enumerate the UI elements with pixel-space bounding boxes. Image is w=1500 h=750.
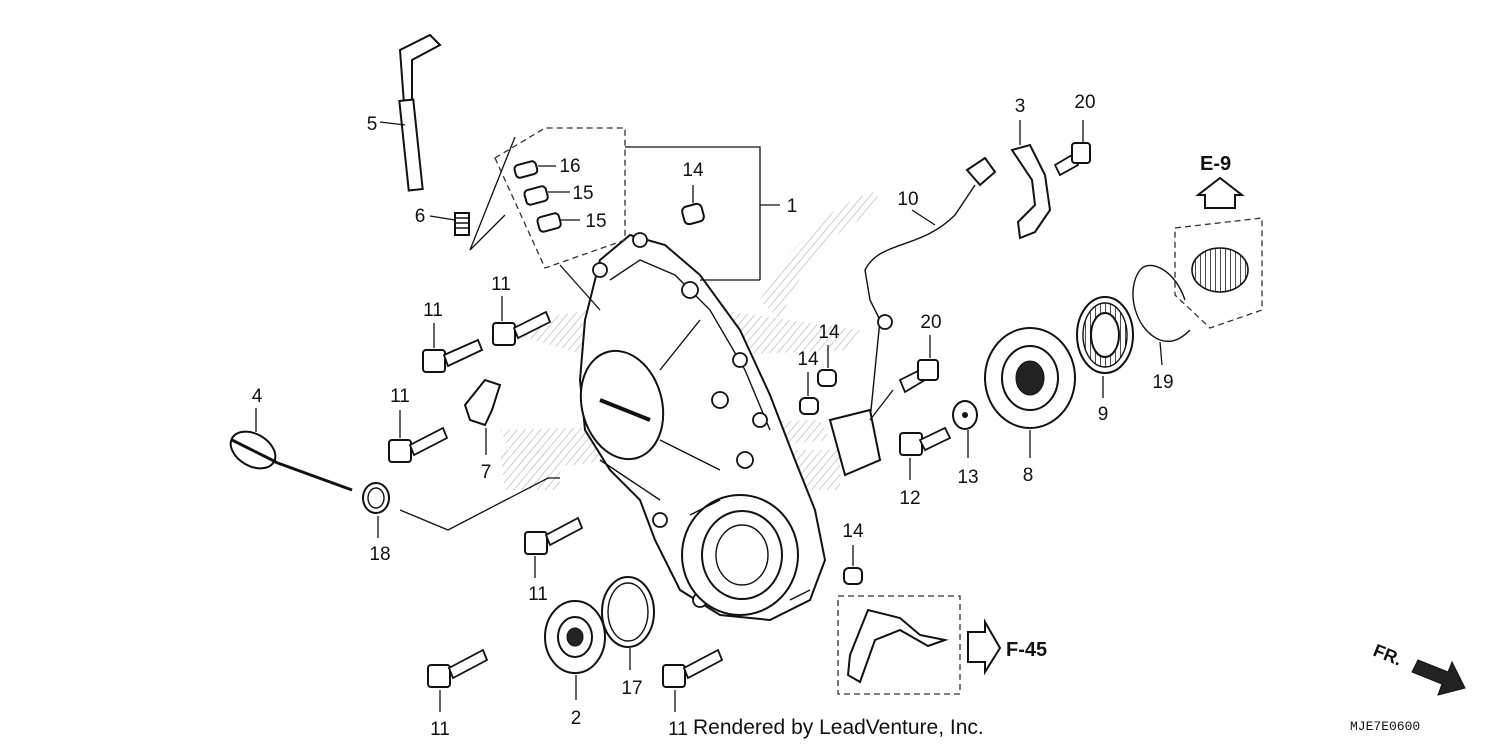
part-18-o-ring bbox=[362, 477, 560, 538]
part-9-one-way-clutch bbox=[1076, 296, 1134, 398]
part-8-starter-clutch bbox=[984, 327, 1076, 458]
callout-8[interactable]: 8 bbox=[1023, 465, 1034, 486]
callout-7[interactable]: 7 bbox=[481, 462, 492, 483]
part-11-bolt-f bbox=[662, 648, 724, 712]
f45-reference-box bbox=[837, 595, 1002, 695]
part-12-flange-bolt bbox=[899, 426, 952, 480]
callout-3[interactable]: 3 bbox=[1015, 96, 1026, 117]
callout-17[interactable]: 17 bbox=[621, 678, 642, 699]
part-5-shift-shaft bbox=[379, 33, 442, 192]
part-20-bolt-lower bbox=[898, 335, 939, 394]
callout-11-b[interactable]: 11 bbox=[491, 274, 511, 295]
callout-9[interactable]: 9 bbox=[1098, 404, 1109, 425]
part-14-dowels-mid bbox=[799, 345, 837, 415]
callout-11-e[interactable]: 11 bbox=[430, 719, 450, 740]
callout-19[interactable]: 19 bbox=[1152, 372, 1173, 393]
callout-20-lower[interactable]: 20 bbox=[920, 312, 941, 333]
callout-14-top[interactable]: 14 bbox=[682, 160, 704, 181]
part-1-group-bracket bbox=[469, 127, 780, 311]
render-credit: Rendered by LeadVenture, Inc. bbox=[693, 716, 984, 739]
callout-6[interactable]: 6 bbox=[415, 206, 426, 227]
part-2-cover-cap bbox=[544, 600, 606, 700]
reference-e9-label[interactable]: E-9 bbox=[1200, 153, 1231, 175]
diagram-code: MJE7E0600 bbox=[1350, 719, 1420, 734]
callout-11-c[interactable]: 11 bbox=[390, 386, 410, 407]
callout-5[interactable]: 5 bbox=[367, 114, 378, 135]
part-19-circlip bbox=[1132, 264, 1191, 366]
part-17-o-ring bbox=[601, 576, 655, 670]
callout-2[interactable]: 2 bbox=[571, 708, 582, 729]
callout-14-mid-left[interactable]: 14 bbox=[797, 349, 819, 370]
part-11-bolt-e bbox=[427, 648, 489, 712]
callout-15-upper[interactable]: 15 bbox=[572, 183, 593, 204]
part-11-bolt-d bbox=[524, 516, 584, 578]
part-14-dowel-top bbox=[681, 185, 705, 226]
callout-10[interactable]: 10 bbox=[897, 189, 918, 210]
part-7-bracket bbox=[463, 378, 502, 455]
callout-13[interactable]: 13 bbox=[957, 467, 978, 488]
dowel-pins-group bbox=[513, 160, 580, 233]
part-11-bolt-b bbox=[492, 296, 552, 346]
part-20-bolt-upper bbox=[1053, 120, 1091, 177]
callout-labels: 5 6 16 15 15 14 1 10 3 20 11 11 14 14 20… bbox=[252, 92, 1174, 740]
e9-reference-box bbox=[1174, 176, 1263, 329]
callout-4[interactable]: 4 bbox=[252, 386, 263, 407]
callout-14-lower[interactable]: 14 bbox=[842, 521, 864, 542]
part-13-washer bbox=[952, 400, 978, 458]
callout-11-a[interactable]: 11 bbox=[423, 300, 443, 321]
callout-20-upper[interactable]: 20 bbox=[1074, 92, 1095, 113]
callout-11-f[interactable]: 11 bbox=[668, 719, 688, 740]
part-14-dowel-lower bbox=[843, 545, 863, 585]
callout-18[interactable]: 18 bbox=[369, 544, 390, 565]
part-11-bolt-a bbox=[422, 323, 484, 373]
reference-f45-label[interactable]: F-45 bbox=[1006, 639, 1047, 661]
part-10-sensor-cable bbox=[828, 156, 997, 477]
part-6-spring bbox=[429, 212, 470, 236]
callout-15-lower[interactable]: 15 bbox=[585, 211, 606, 232]
callout-1[interactable]: 1 bbox=[787, 196, 798, 217]
part-11-bolt-c bbox=[388, 410, 449, 463]
part-3-bracket bbox=[1010, 120, 1052, 240]
crankcase-cover bbox=[578, 232, 827, 622]
callout-16[interactable]: 16 bbox=[559, 156, 580, 177]
callout-11-d[interactable]: 11 bbox=[528, 584, 548, 605]
callout-14-mid-right[interactable]: 14 bbox=[818, 322, 840, 343]
callout-12[interactable]: 12 bbox=[899, 488, 920, 509]
front-direction-indicator: FR. bbox=[1371, 640, 1466, 696]
part-4-oil-dipstick bbox=[229, 408, 353, 492]
front-direction-label: FR. bbox=[1371, 640, 1405, 669]
